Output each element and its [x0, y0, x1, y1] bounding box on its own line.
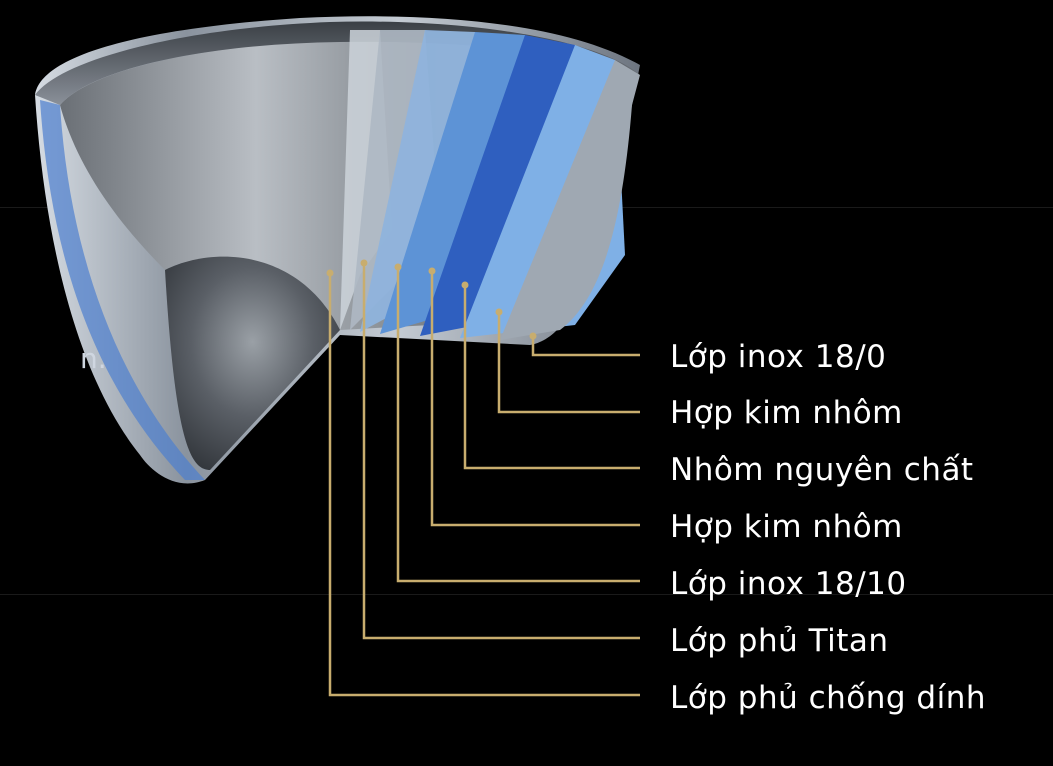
leader-line-1 [531, 336, 640, 357]
layer-label-inox-18-0: Lớp inox 18/0 [670, 339, 887, 375]
leader-line-5 [396, 267, 640, 583]
layer-label-alloy-inner: Hợp kim nhôm [670, 509, 903, 545]
layer-label-inox-18-10: Lớp inox 18/10 [670, 566, 907, 602]
leader-dot-3 [461, 281, 469, 289]
pot-floor [165, 256, 340, 470]
leader-dot-4 [428, 267, 436, 275]
leader-line-4 [430, 271, 640, 527]
leader-dot-5 [394, 263, 402, 271]
leader-line-7 [328, 273, 640, 697]
leader-dot-6 [360, 259, 368, 267]
layer-label-pure-aluminum: Nhôm nguyên chất [670, 452, 974, 488]
layer-band-edge [500, 60, 640, 340]
leader-line-6 [362, 263, 640, 640]
leader-line-3 [463, 285, 640, 470]
layer-label-alloy-outer: Hợp kim nhôm [670, 395, 903, 431]
stray-text: n. [80, 342, 107, 375]
layer-label-titanium: Lớp phủ Titan [670, 623, 889, 659]
pot-left-edge [40, 100, 205, 480]
leader-dot-1 [529, 332, 537, 340]
leader-dot-7 [326, 269, 334, 277]
leader-lines [326, 259, 640, 697]
scanline [0, 594, 1053, 595]
leader-dot-2 [495, 308, 503, 316]
leader-line-2 [497, 312, 640, 414]
layer-label-nonstick: Lớp phủ chống dính [670, 680, 987, 716]
